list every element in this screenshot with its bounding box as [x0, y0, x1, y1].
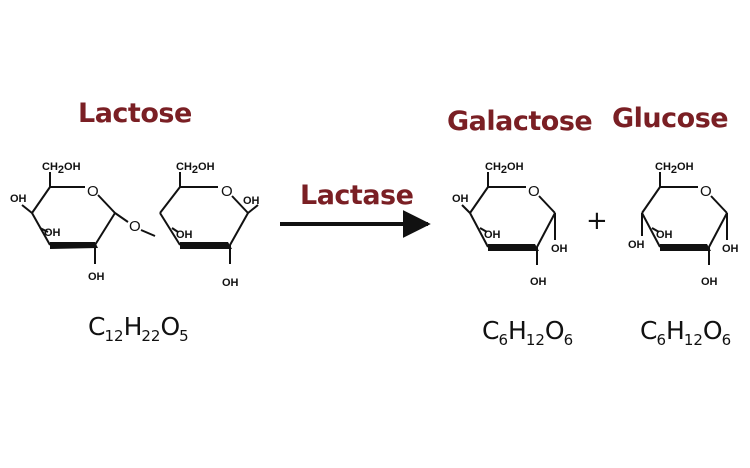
- galactose-title: Galactose: [447, 106, 593, 137]
- lactose-right-oh-2: OH: [176, 229, 193, 241]
- enzyme-label: Lactase: [300, 180, 414, 211]
- glucose-formula: C6H12O6: [640, 316, 732, 349]
- galactose-oh-4: OH: [530, 276, 547, 288]
- lactose-formula: C12H22O5: [88, 312, 189, 345]
- lactose-left-ring-oxygen: O: [87, 183, 99, 200]
- lactose-right-oh-1: OH: [243, 195, 260, 207]
- glucose-oh-1: OH: [628, 239, 645, 251]
- lactose-ring-right: [159, 172, 259, 264]
- galactose-oh-2: OH: [484, 229, 501, 241]
- galactose-oh-1: OH: [452, 193, 469, 205]
- lactose-right-oh-3: OH: [222, 277, 239, 289]
- lactose-left-oh-3: OH: [88, 271, 105, 283]
- galactose-ring: [461, 172, 556, 265]
- galactose-ch2oh: CH2OH: [485, 161, 524, 176]
- glucose-title: Glucose: [612, 103, 729, 134]
- glucose-ring: [641, 172, 728, 265]
- glucose-oh-2: OH: [656, 229, 673, 241]
- glucose-oh-4: OH: [701, 276, 718, 288]
- plus-sign: +: [586, 206, 608, 236]
- lactose-bridge-oxygen: O: [129, 218, 141, 235]
- glucose-ch2oh: CH2OH: [655, 161, 694, 176]
- glucose-ring-oxygen: O: [700, 183, 712, 200]
- glucose-oh-3: OH: [722, 243, 739, 255]
- lactose-right-ring-oxygen: O: [221, 183, 233, 200]
- lactose-left-oh-1: OH: [10, 193, 27, 205]
- lactose-left-oh-2: OH: [44, 227, 61, 239]
- lactose-left-ch2oh: CH2OH: [42, 161, 81, 176]
- galactose-ring-oxygen: O: [528, 183, 540, 200]
- lactose-title: Lactose: [78, 98, 192, 129]
- lactose-ring-left: [21, 172, 156, 264]
- galactose-formula: C6H12O6: [482, 316, 574, 349]
- galactose-oh-3: OH: [551, 243, 568, 255]
- lactose-right-ch2oh: CH2OH: [176, 161, 215, 176]
